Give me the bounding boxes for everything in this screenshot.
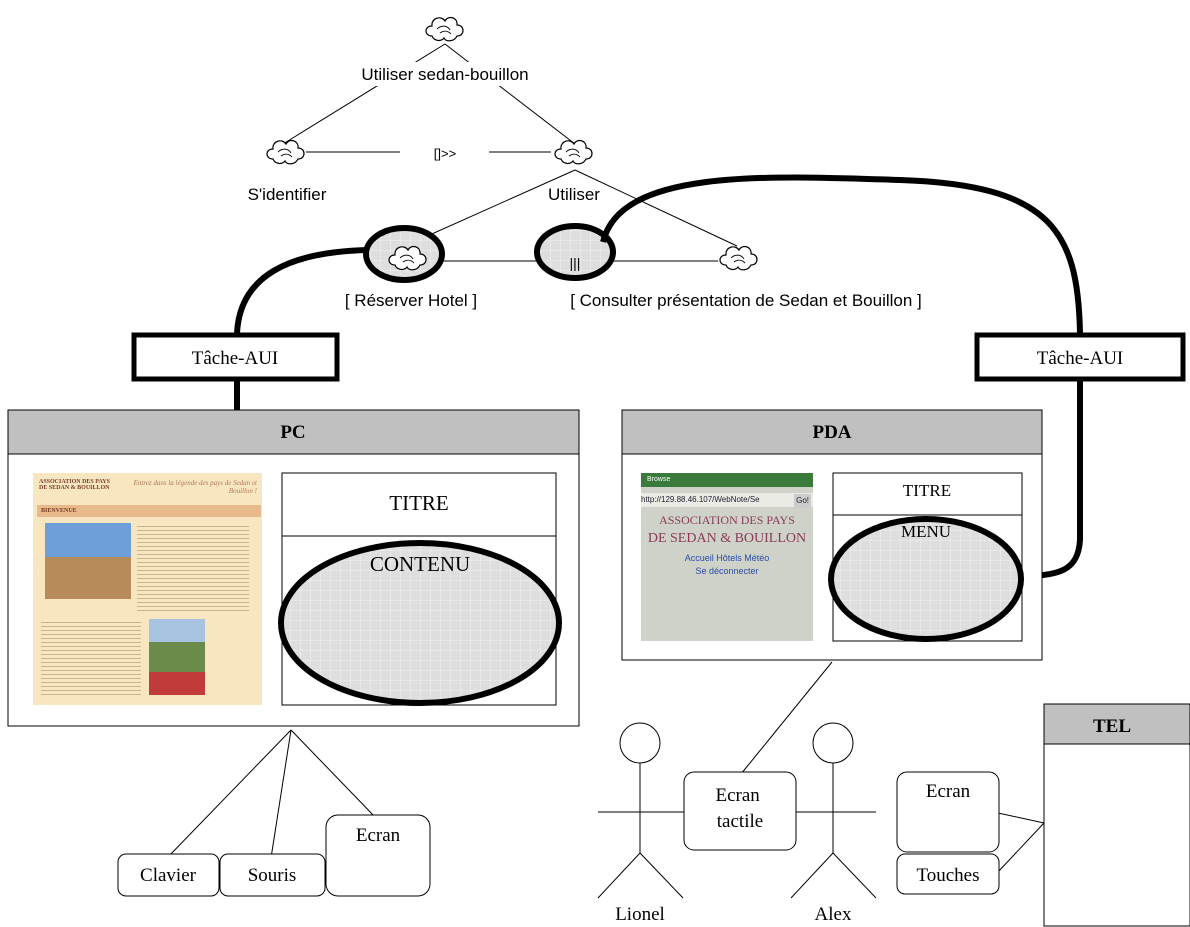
tel-platform: TEL [1043,703,1190,927]
pda-shot-address: http://129.88.46.107/WebNote/Se Go! [641,493,813,508]
operator-parallel: ||| [570,255,581,271]
touchscreen-line2: tactile [717,811,763,832]
device-pc-screen-label: Ecran [356,825,401,846]
connector-consult-to-aui [600,174,1083,334]
device-mouse [219,853,326,897]
pc-shot-paragraph-1 [137,523,249,613]
task-use-label: Utiliser [548,185,600,204]
user-alex-label: Alex [815,904,852,925]
task-root-label: Utiliser sedan-bouillon [361,65,528,84]
pda-shot-line2: DE SEDAN & BOUILLON [647,531,807,546]
castle-image [45,523,131,599]
task-aui-box-left [131,332,340,382]
pda-shot-logout[interactable]: Se déconnecter [695,566,759,576]
cloud-icon-identify [266,139,305,165]
device-touchscreen [683,771,797,851]
task-tree [282,43,738,262]
pda-shot-links[interactable]: Accueil Hôtels Météo [684,553,770,563]
pc-header: PC [280,422,305,443]
task-aui-label-left: Tâche-AUI [192,348,279,369]
pda-shot-line1: ASSOCIATION DES PAYS [659,513,795,527]
pda-browser-screenshot: Browse http://129.88.46.107/WebNote/Se G… [641,473,813,641]
pda-header: PDA [812,422,851,443]
pc-shot-section: BIENVENUE [37,505,261,517]
user-lionel: Lionel [597,722,684,925]
device-tel-screen-label: Ecran [926,781,971,802]
task-identify-label: S'identifier [248,185,327,204]
highlight-contenu [278,540,562,706]
highlight-consult [534,223,616,281]
pc-content-label: CONTENU [370,552,470,576]
pc-shot-assoc: ASSOCIATION DES PAYS DE SEDAN & BOUILLON [39,479,110,491]
tel-header: TEL [1093,716,1131,737]
task-aui-box-right [974,332,1186,382]
device-keyboard [117,853,220,897]
task-aui-label-right: Tâche-AUI [1037,348,1124,369]
operator-enable: []>> [434,146,456,161]
cloud-icon-use [554,139,593,165]
device-tel-screen [896,771,1000,853]
town-image [149,619,205,695]
device-tel-keys [896,853,1000,895]
cloud-icon-consult [719,245,758,271]
pda-shot-appbar: Browse [641,473,813,487]
pc-website-screenshot: ASSOCIATION DES PAYS DE SEDAN & BOUILLON… [33,473,262,705]
cloud-icon-root [425,16,464,42]
pda-title-label: TITRE [903,481,951,500]
pc-shot-paragraph-2 [41,619,141,695]
pda-shot-address-text: http://129.88.46.107/WebNote/Se [641,495,760,504]
pc-title-label: TITRE [389,491,448,515]
user-lionel-label: Lionel [615,904,665,925]
touchscreen-line1: Ecran [715,785,760,806]
device-pc-screen [325,814,431,897]
user-alex: Alex [790,722,877,925]
device-keyboard-label: Clavier [140,865,197,886]
device-touchscreen-label: Ecran tactile [715,785,764,832]
task-reserve-label: [ Réserver Hotel ] [345,291,477,310]
device-tel-keys-label: Touches [916,865,979,886]
connector-reserve-to-aui [234,247,368,334]
highlight-menu [828,516,1024,642]
pda-menu-label: MENU [901,522,951,541]
task-consult-label: [ Consulter présentation de Sedan et Bou… [570,291,922,310]
pda-shot-go-button[interactable]: Go! [794,494,811,508]
pc-shot-slogan: Entrez dans la légende des pays de Sedan… [133,479,257,495]
device-mouse-label: Souris [248,865,297,886]
